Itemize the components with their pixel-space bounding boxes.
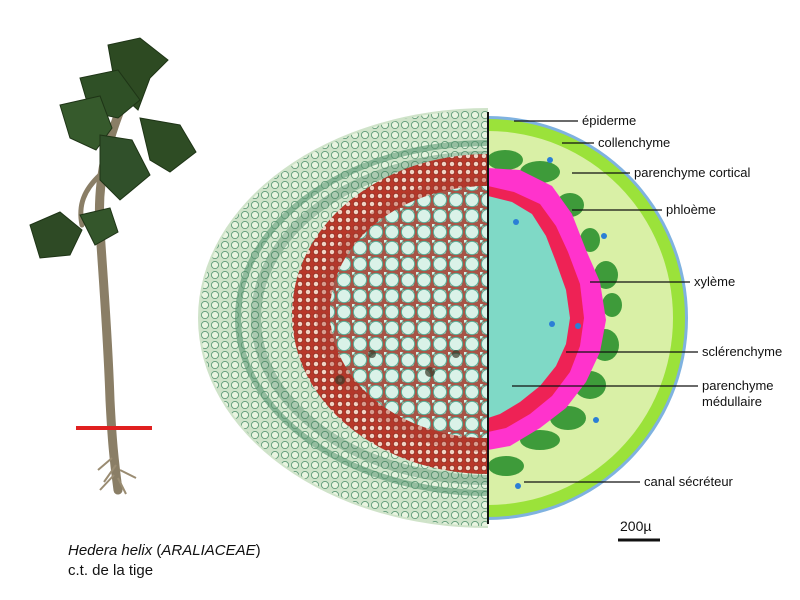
- figure-caption-subtitle: c.t. de la tige: [68, 562, 154, 579]
- micrograph-half: [198, 108, 488, 528]
- label-epiderme: épiderme: [582, 113, 637, 128]
- figure-caption-title: Hedera helix (ARALIACEAE): [68, 542, 261, 559]
- label-xyleme: xylème: [694, 274, 736, 289]
- schematic-half: [488, 116, 688, 520]
- canaux-secreteurs: [513, 157, 607, 489]
- aerial-roots: [97, 457, 137, 495]
- scale-bar-label: 200µ: [620, 518, 652, 534]
- label-phloeme: phloème: [666, 202, 716, 217]
- leaf-lower-left: [29, 211, 83, 259]
- leader-lines: [512, 120, 698, 483]
- label-parenchyme-medullaire-line1: parenchyme: [702, 378, 774, 393]
- label-collenchyme: collenchyme: [598, 135, 671, 150]
- ivy-plant-illustration: [29, 37, 197, 495]
- leaf-small: [79, 207, 119, 246]
- label-parenchyme-medullaire-line2: médullaire: [702, 394, 762, 409]
- parenchyme-medullaire-core: [488, 196, 570, 418]
- label-canal-secreteur: canal sécréteur: [644, 474, 733, 489]
- species-name: Hedera helix: [68, 542, 153, 559]
- family-name: ARALIACEAE: [161, 542, 256, 559]
- leaf-center: [99, 134, 151, 201]
- leaf-right: [139, 117, 197, 173]
- label-sclerenchyme: sclérenchyme: [702, 344, 783, 359]
- branch-stem: [78, 172, 103, 228]
- label-parenchyme-cortical: parenchyme cortical: [634, 165, 751, 180]
